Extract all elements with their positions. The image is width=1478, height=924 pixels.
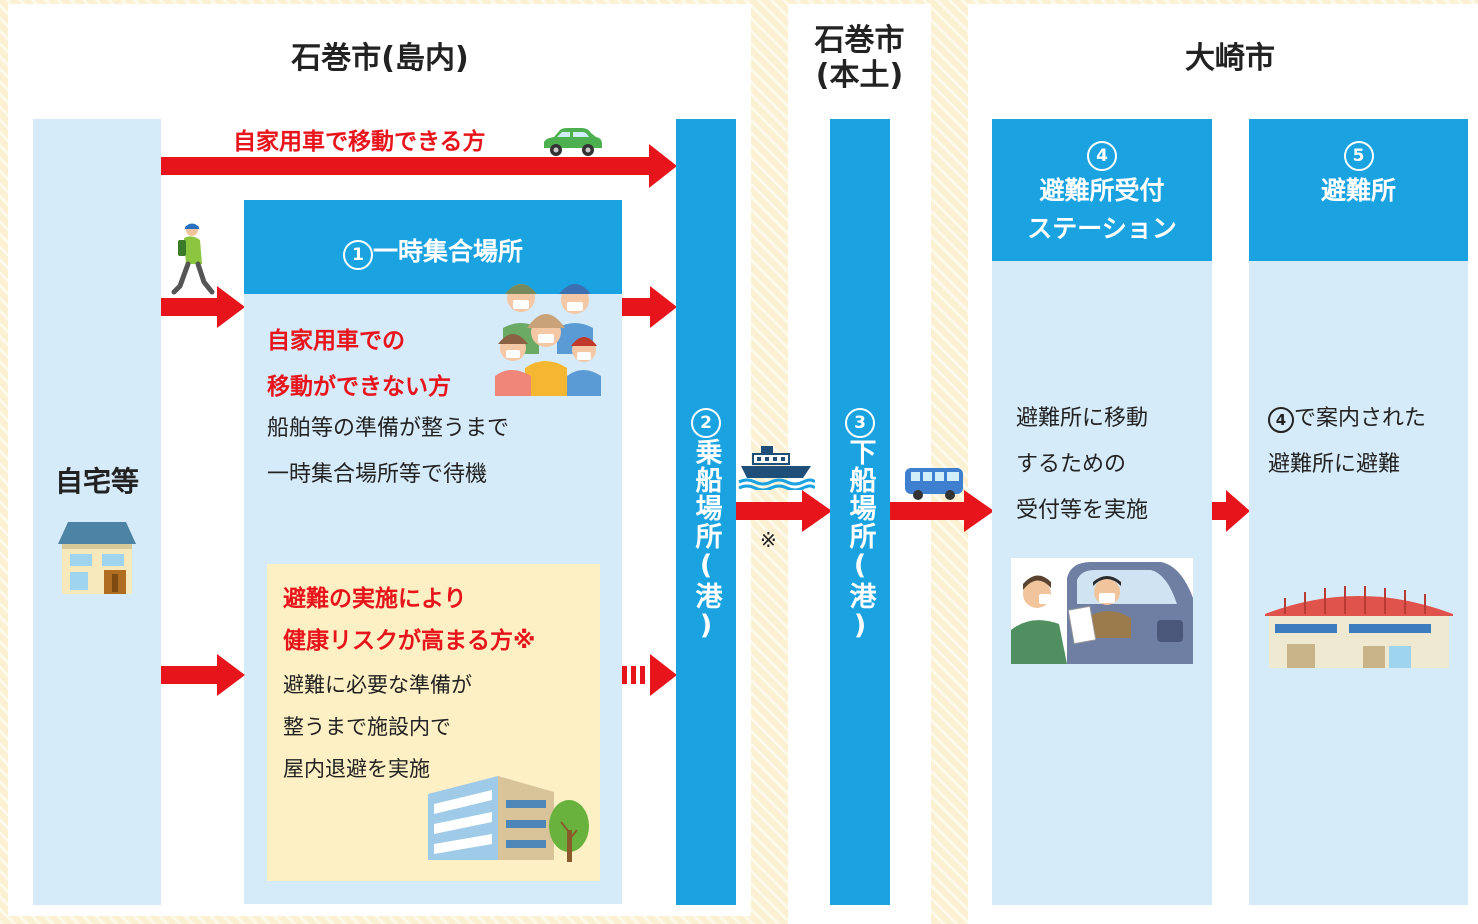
boarding-port-label: 2 乗船場所(港) (676, 408, 736, 642)
shelter-text-line2: 避難所に避難 (1268, 452, 1401, 477)
arrow-assembly-to-boarding (622, 286, 677, 328)
note-mark: ※ (760, 528, 777, 552)
reception-scene-illustration (1011, 558, 1193, 664)
car-route-label: 自家用車で移動できる方 (233, 129, 486, 155)
reception-text-line3: 受付等を実施 (1016, 498, 1149, 523)
assembly-number: 1 (342, 240, 373, 270)
arrow-landing-to-reception (890, 490, 994, 532)
boarding-number: 2 (691, 408, 721, 438)
reception-title-line1: 避難所受付 (1039, 176, 1165, 205)
walking-person-icon (171, 223, 215, 295)
region-title-ishinomaki-island: 石巻市(島内) (291, 41, 469, 76)
health-risk-heading-line2: 健康リスクが高まる方※ (283, 628, 536, 654)
ship-icon (738, 446, 815, 490)
health-risk-heading: 避難の実施により 健康リスクが高まる方※ (283, 578, 535, 662)
region-title-mainland-line2: (本土) (815, 57, 904, 93)
region-title-osaki: 大崎市 (1185, 41, 1275, 76)
arrow-car-to-boarding (161, 144, 677, 188)
boarding-port-bar (676, 119, 736, 905)
arrow-home-to-assembly (161, 286, 245, 328)
arrow-reception-to-shelter (1212, 490, 1250, 532)
reception-text: 避難所に移動 するための 受付等を実施 (1016, 396, 1148, 534)
shelter-title: 5 避難所 (1249, 134, 1468, 210)
health-risk-text-line1: 避難に必要な準備が (283, 673, 472, 697)
assembly-heading-line2: 移動ができない方 (267, 374, 451, 400)
reception-text-line2: するための (1016, 452, 1127, 477)
shelter-number: 5 (1343, 141, 1374, 171)
reception-title: 4 避難所受付 ステーション (992, 134, 1212, 248)
assembly-header (244, 200, 622, 294)
health-risk-text-line2: 整うまで施設内で (283, 715, 451, 739)
arrow-home-to-health-box (161, 654, 245, 696)
landing-number: 3 (845, 408, 875, 438)
shelter-ref-number: 4 (1268, 407, 1294, 433)
reception-title-line2: ステーション (1027, 214, 1177, 243)
shelter-text-line1: で案内された (1294, 406, 1427, 431)
assembly-heading: 自家用車での 移動ができない方 (267, 318, 451, 410)
shelter-gym-icon (1265, 586, 1453, 668)
health-risk-text-line3: 屋内退避を実施 (283, 757, 430, 781)
arrow-boarding-to-landing (736, 490, 832, 532)
landing-port-bar (830, 119, 890, 905)
landing-label: 下船場所(港) (844, 438, 876, 642)
health-risk-text: 避難に必要な準備が 整うまで施設内で 屋内退避を実施 (283, 664, 472, 790)
assembly-text-line2: 一時集合場所等で待機 (267, 462, 488, 487)
dashed-arrow-health-to-boarding (622, 654, 677, 696)
reception-number: 4 (1087, 141, 1117, 171)
region-title-ishinomaki-mainland: 石巻市 (本土) (788, 23, 931, 93)
landing-port-label: 3 下船場所(港) (830, 408, 890, 642)
assembly-text-line1: 船舶等の準備が整うまで (267, 416, 510, 441)
house-icon (58, 522, 136, 594)
shelter-title-text: 避難所 (1320, 176, 1396, 205)
facility-building-icon (428, 776, 589, 862)
health-risk-heading-line1: 避難の実施により (283, 586, 467, 612)
car-icon (544, 128, 602, 156)
bus-icon (905, 468, 963, 500)
people-group-icon (495, 284, 601, 396)
assembly-title-text: 一時集合場所 (372, 237, 523, 266)
home-label: 自宅等 (54, 465, 139, 498)
home-column (33, 119, 161, 905)
boarding-label: 乗船場所(港) (690, 438, 722, 642)
region-title-mainland-line1: 石巻市 (814, 23, 905, 58)
assembly-text: 船舶等の準備が整うまで 一時集合場所等で待機 (267, 406, 509, 498)
reception-text-line1: 避難所に移動 (1016, 406, 1149, 431)
assembly-heading-line1: 自家用車での (267, 328, 405, 354)
